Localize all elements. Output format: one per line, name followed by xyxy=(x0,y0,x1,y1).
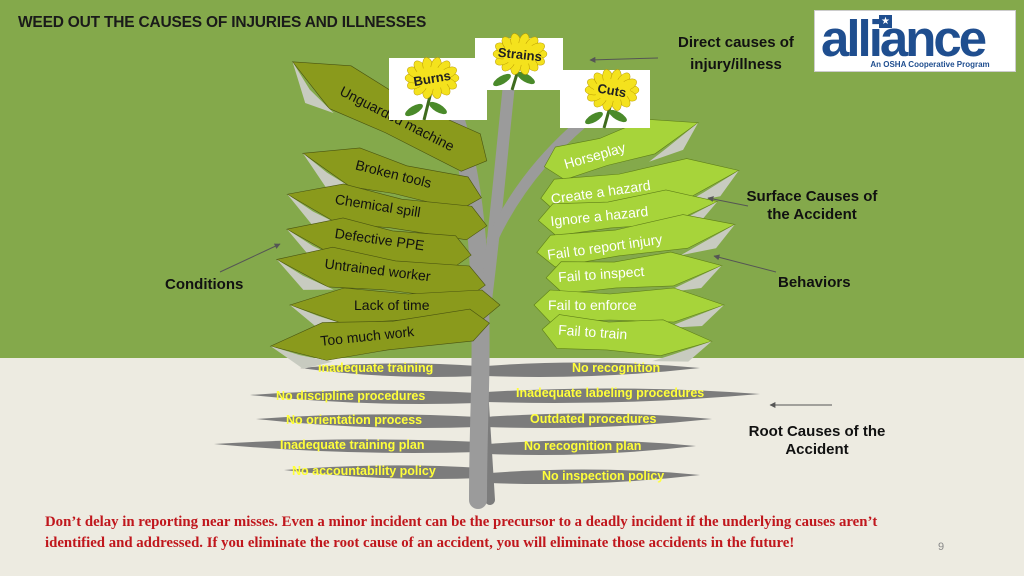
leaf-shape xyxy=(545,251,723,294)
root-causes-label: Root Causes of the Accident xyxy=(748,423,886,458)
leaf-shape xyxy=(302,147,482,211)
behavior-leaf: Horseplay xyxy=(543,118,700,181)
root-shape xyxy=(214,439,480,453)
alliance-logo: alliance ★ An OSHA Cooperative Program xyxy=(814,10,1016,72)
surface-pointer-arrow xyxy=(707,196,749,207)
behaviors-label: Behaviors xyxy=(778,274,851,291)
behavior-label: Fail to enforce xyxy=(548,297,637,313)
page-title: WEED OUT THE CAUSES OF INJURIES AND ILLN… xyxy=(18,14,427,31)
root-shape xyxy=(488,440,696,455)
behavior-leaf: Fail to enforce xyxy=(533,287,725,328)
flower-label: Strains xyxy=(497,45,542,65)
flower-center xyxy=(594,79,630,101)
behavior-leaf: Fail to inspect xyxy=(545,251,723,294)
root-shape xyxy=(486,388,760,403)
root-shape xyxy=(490,469,700,484)
root-label: No orientation process xyxy=(286,413,422,427)
root-label: No recognition plan xyxy=(524,439,641,453)
behavior-label: Fail to train xyxy=(558,322,628,343)
leaf-shade xyxy=(302,153,356,191)
leaf-shape xyxy=(275,246,486,301)
leaf-shape xyxy=(269,308,490,361)
logo-wordmark: alliance xyxy=(821,10,987,67)
behaviors-pointer-arrow xyxy=(713,254,777,273)
root-label: Inadequate labeling procedures xyxy=(516,386,704,400)
leaf-shade xyxy=(665,265,722,293)
root-left: Inadequate training plan xyxy=(214,438,480,453)
leaf-shade xyxy=(680,224,735,256)
flower-center xyxy=(502,43,538,65)
flower-strains: Strains xyxy=(475,33,563,91)
direct-pointer-arrow xyxy=(589,56,659,63)
root-left: No discipline procedures xyxy=(250,389,478,404)
leaf-shade xyxy=(270,346,333,369)
root-label: Outdated procedures xyxy=(530,412,656,426)
root-label: No recognition xyxy=(572,361,660,375)
page-number: 9 xyxy=(938,541,945,553)
root-label: No accountability policy xyxy=(292,464,436,478)
flower-leaf xyxy=(517,71,535,85)
root-left: No accountability policy xyxy=(284,464,482,479)
surface-causes-label: Surface Causes of the Accident xyxy=(746,188,878,223)
leaf-shade xyxy=(652,341,712,362)
footer-note: Don’t delay in reporting near misses. Ev… xyxy=(45,514,878,551)
root-label: Inadequate training plan xyxy=(280,438,424,452)
root-shape xyxy=(250,390,478,404)
star-icon: ★ xyxy=(879,15,892,28)
flower-leaf xyxy=(609,109,627,123)
conditions-pointer-arrow xyxy=(219,243,281,273)
root-shape xyxy=(284,465,482,479)
flower-label: Burns xyxy=(412,68,452,89)
stem-branch xyxy=(480,69,516,306)
flower-burns: Burns xyxy=(389,57,487,121)
direct-causes-label: Direct causes of injury/illness xyxy=(678,34,794,73)
behavior-leaf: Fail to train xyxy=(541,314,713,362)
root-shape xyxy=(486,362,700,377)
leaf-shade xyxy=(666,305,724,328)
root-left: No orientation process xyxy=(256,413,478,428)
condition-leaf: Untrained worker xyxy=(275,246,486,301)
condition-leaf: Too much work xyxy=(269,308,490,369)
conditions-label: Conditions xyxy=(165,276,244,293)
root-label: No inspection policy xyxy=(542,469,664,483)
root-right: No inspection policy xyxy=(490,469,700,484)
root-label: Inadequate training xyxy=(318,361,433,375)
flower-center xyxy=(414,67,450,89)
logo-tagline: An OSHA Cooperative Program xyxy=(870,60,990,69)
root-shape xyxy=(486,413,712,428)
behavior-leaf: Ignore a hazard xyxy=(537,189,719,236)
flower-leaf xyxy=(493,73,511,87)
root-label: No discipline procedures xyxy=(276,389,425,403)
root-right: Outdated procedures xyxy=(486,412,712,428)
behavior-label: Fail to inspect xyxy=(558,263,645,285)
flower-leaf xyxy=(429,101,447,115)
root-shape xyxy=(256,414,478,428)
leaf-shade xyxy=(276,259,334,290)
root-shape xyxy=(300,363,478,377)
leaf-shade xyxy=(292,61,334,114)
flower-label: Cuts xyxy=(596,81,627,101)
flower-leaf xyxy=(405,103,423,117)
root-right: Inadequate labeling procedures xyxy=(486,386,760,403)
leaf-shade xyxy=(287,194,343,227)
root-left: Inadequate training xyxy=(300,361,478,377)
root-right: No recognition plan xyxy=(488,439,696,455)
flower-leaf xyxy=(585,111,603,125)
flower-cuts: Cuts xyxy=(560,69,650,129)
condition-label: Lack of time xyxy=(354,297,430,313)
root-right: No recognition xyxy=(486,361,700,377)
